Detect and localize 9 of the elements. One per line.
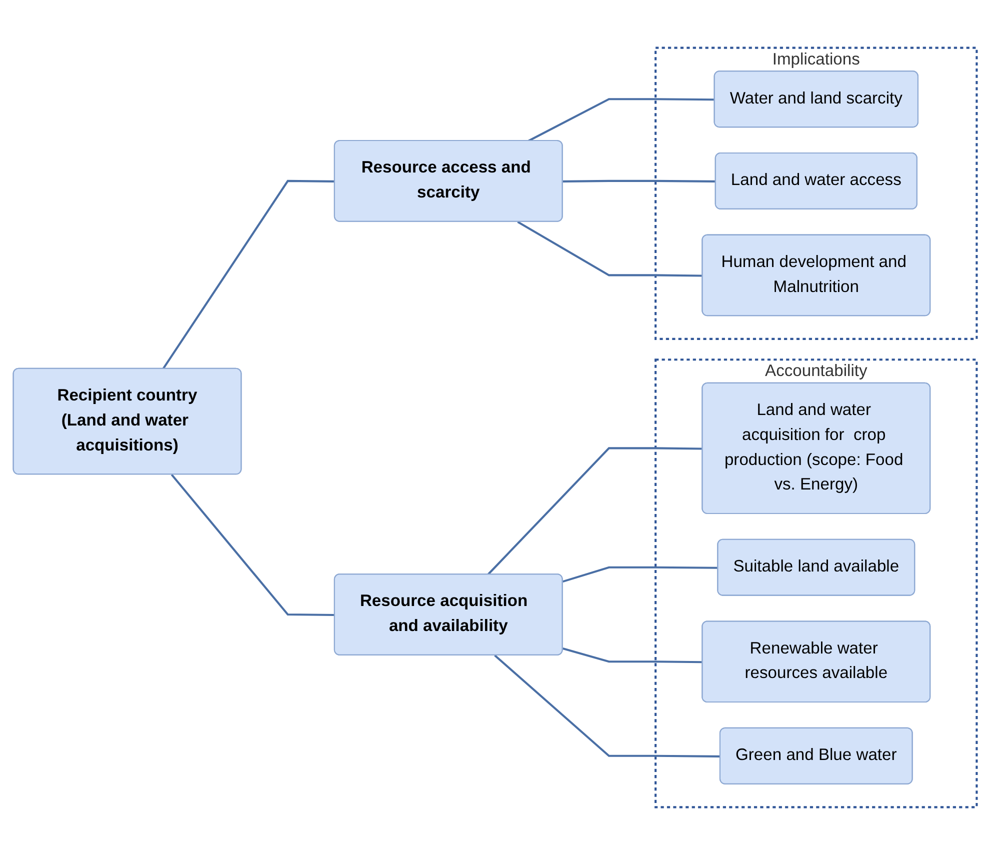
connector <box>562 180 716 182</box>
connector <box>162 180 335 370</box>
connector <box>487 447 703 576</box>
connector <box>562 566 718 583</box>
connector <box>517 220 703 277</box>
connector <box>494 654 720 758</box>
connector <box>528 98 715 142</box>
connector <box>170 474 335 616</box>
connector <box>562 647 703 664</box>
